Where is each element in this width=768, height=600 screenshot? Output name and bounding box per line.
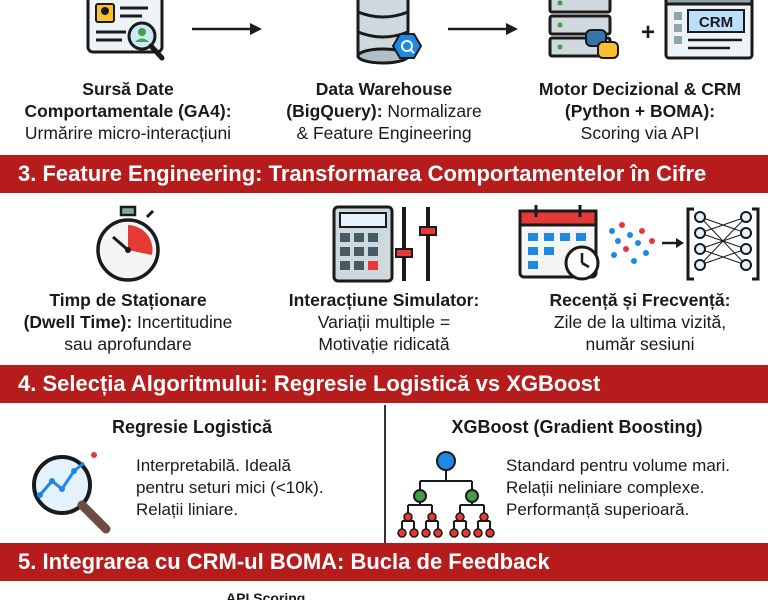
arrow-right-icon [448,23,518,35]
algo-xgboost: XGBoost (Gradient Boosting) [386,405,768,543]
feature-desc: număr sesiuni [585,334,695,354]
algorithm-selection-section: Regresie Logistică Interpretabilă. Ideal… [0,405,768,543]
section-3-banner: 3. Feature Engineering: Transformarea Co… [0,155,768,193]
api-scoring-label: API Scoring [226,590,306,600]
feature-title-bold: (Dwell Time): [23,312,133,332]
pipeline-title-normal: Normalizare [382,101,482,121]
column-divider [384,405,386,543]
feature-desc: Variații multiple = [317,312,451,332]
pipeline-title-line: Sursă Date [82,79,174,99]
pipeline-title-line: Motor Decizional & CRM [538,79,742,99]
feature-engineering-section: Timp de Staționare (Dwell Time): Incerti… [0,195,768,365]
feature-recency-frequency: Recență și Frecvență: Zile de la ultima … [512,195,768,365]
algo-desc-line: pentru seturi mici (<10k). [136,478,324,497]
pipeline-desc: Urmărire micro-interacțiuni [24,123,232,143]
pipeline-section: Sursă Date Comportamentale (GA4): Urmări… [0,0,768,155]
algo-title: Regresie Logistică [111,417,273,437]
algo-desc-line: Performanță superioară. [506,500,690,519]
pipeline-item-data-source: Sursă Date Comportamentale (GA4): Urmări… [0,0,256,155]
profile-search-icon [86,0,165,61]
calendar-network-icon [518,205,760,281]
feature-desc: Zile de la ultima vizită, [553,312,727,332]
pipeline-desc: Scoring via API [580,123,700,143]
pipeline-desc: & Feature Engineering [296,123,472,143]
decision-tree-icon [397,451,495,538]
algo-desc-line: Interpretabilă. Ideală [136,456,291,475]
algo-desc-line: Standard pentru volume mari. [506,456,730,475]
feature-dwell-time: Timp de Staționare (Dwell Time): Incerti… [0,195,256,365]
plus-sign: + [641,19,655,46]
section-4-banner: 4. Selecția Algoritmului: Regresie Logis… [0,365,768,403]
magnifier-chart-icon [32,452,111,534]
pipeline-item-data-warehouse: Data Warehouse (BigQuery): Normalizare &… [256,0,512,155]
pipeline-title-line: Comportamentale (GA4): [24,101,232,121]
section-5-banner: 5. Integrarea cu CRM-ul BOMA: Bucla de F… [0,543,768,581]
feature-title: Recență și Frecvență: [549,290,731,310]
feature-desc: Motivație ridicată [318,334,450,354]
feature-title: Timp de Staționare [49,290,207,310]
feature-title: Interacțiune Simulator: [288,290,480,310]
database-icon [356,0,423,65]
calculator-sliders-icon [332,205,437,283]
algo-desc-line: Relații neliniare complexe. [506,478,705,497]
stopwatch-icon [96,205,160,282]
feature-simulator-interaction: Interacțiune Simulator: Variații multipl… [256,195,512,365]
pipeline-title-bold: (BigQuery): [286,101,383,121]
pipeline-title-line: Data Warehouse [315,79,453,99]
pipeline-item-decision-engine: + CRM Motor Decizional & CRM (Python + B… [512,0,768,155]
feature-desc: sau aprofundare [64,334,192,354]
algo-title: XGBoost (Gradient Boosting) [451,417,703,437]
algo-desc-line: Relații liniare. [136,500,239,519]
feature-title-normal: Incertitudine [132,312,233,332]
pipeline-title-line: (Python + BOMA): [564,101,716,121]
crm-badge: CRM [699,14,733,31]
algo-logistic-regression: Regresie Logistică Interpretabilă. Ideal… [0,405,384,543]
server-python-crm-icon: + CRM [548,0,754,60]
arrow-right-icon [192,23,262,35]
